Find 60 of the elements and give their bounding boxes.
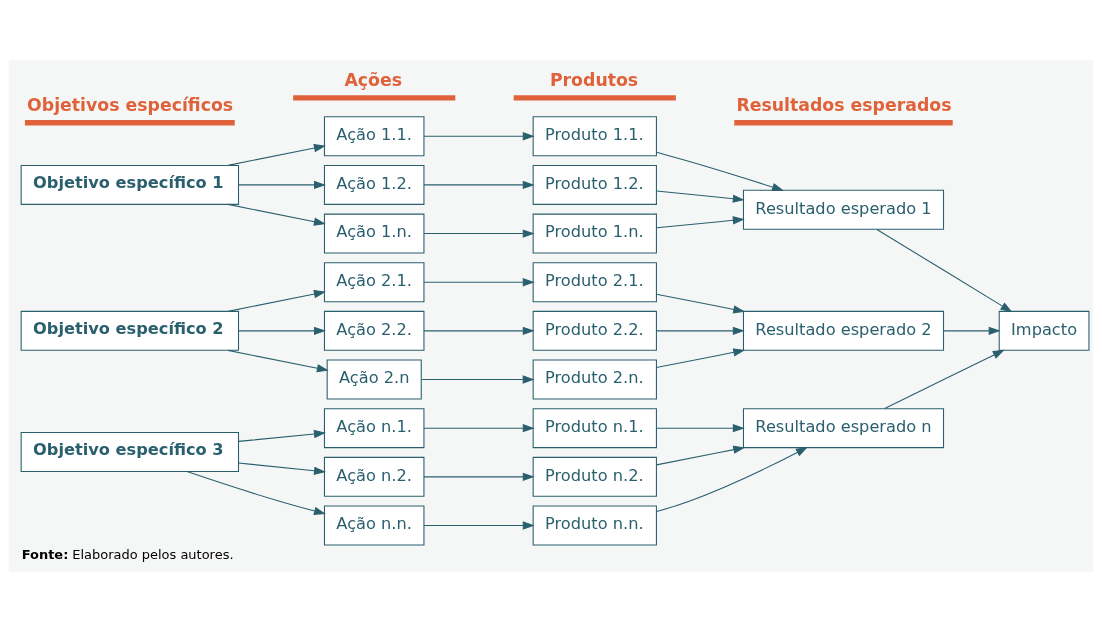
node-box: Resultado esperado 1 [742, 189, 945, 230]
node-box: Produto 1.1. [532, 115, 657, 156]
arrow [423, 520, 535, 530]
arrow [238, 180, 326, 189]
arrow [238, 462, 326, 475]
label: Objetivos específicos [27, 94, 234, 115]
arrow [227, 203, 326, 226]
arrow [655, 326, 745, 335]
caption: Fonte: Elaborado pelos autores. [21, 546, 234, 562]
node-box: Produto 2.n. [532, 359, 657, 400]
arrow [655, 347, 746, 368]
arrow [423, 326, 535, 335]
node-box: Ação 1.2. [323, 164, 425, 205]
arrow [421, 374, 535, 384]
node-box: Ação 1.1. [323, 115, 425, 156]
node-box: Produto 2.2. [532, 310, 657, 351]
arrow [884, 349, 1005, 409]
arrow [423, 277, 535, 286]
label: Resultados esperados [736, 94, 952, 115]
node-box: Ação 2.2. [323, 310, 425, 351]
node-box: Ação n.1. [323, 407, 425, 448]
arrow [423, 423, 535, 432]
arrow [876, 228, 1013, 312]
node-box: Resultado esperado n [742, 407, 945, 448]
node-box: Produto 1.n. [532, 213, 657, 254]
arrow [186, 470, 326, 515]
arrow [227, 143, 326, 166]
arrow [943, 326, 1001, 335]
node-box: Ação n.n. [323, 505, 425, 545]
node-box: Objetivo específico 3 [20, 431, 240, 472]
arrow [423, 228, 535, 238]
node-box: Objetivo específico 2 [20, 310, 240, 351]
arrow [656, 446, 808, 512]
arrow [655, 423, 745, 432]
arrow [423, 180, 535, 189]
arrow [238, 326, 326, 335]
node-box: Produto n.1. [532, 407, 657, 448]
arrow [227, 289, 326, 312]
node-box: Resultado esperado 2 [742, 310, 945, 351]
arrow [227, 349, 329, 372]
node-box: Ação n.2. [323, 456, 425, 497]
arrow [423, 472, 535, 481]
arrow [238, 429, 326, 442]
arrow [656, 151, 784, 191]
node-box: Ação 2.1. [323, 261, 425, 302]
node-box: Produto 1.2. [532, 164, 657, 205]
node-box: Objetivo específico 1 [20, 164, 240, 205]
node-box: Produto 2.1. [532, 261, 657, 302]
arrow [655, 215, 745, 228]
label: Produtos [549, 69, 639, 90]
arrow [423, 131, 535, 140]
label: Ações [344, 69, 403, 90]
node-box: Ação 2.n [326, 359, 422, 400]
arrow [655, 293, 746, 313]
arrow [655, 445, 746, 465]
node-box: Produto n.n. [532, 505, 657, 545]
node-box: Impacto [998, 310, 1090, 351]
node-box: Produto n.2. [532, 456, 657, 497]
node-box: Ação 1.n. [323, 213, 425, 254]
arrow [655, 189, 745, 203]
